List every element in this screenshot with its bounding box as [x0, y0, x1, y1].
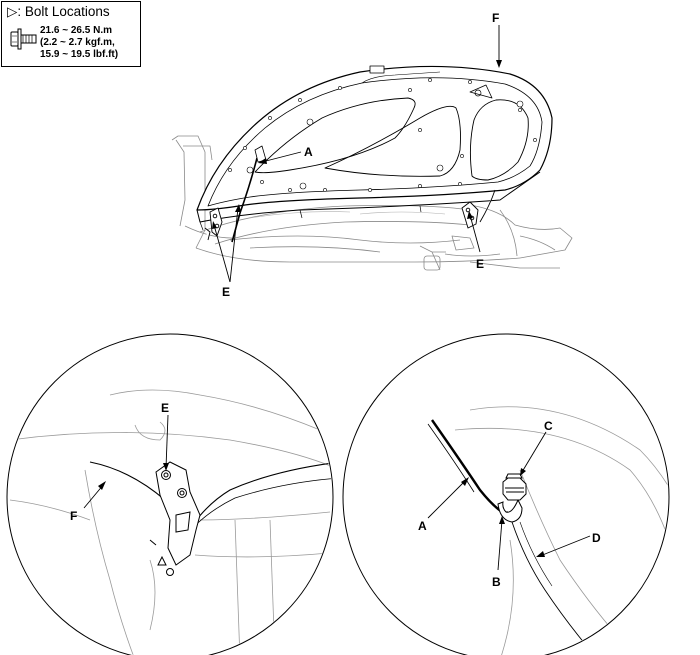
- torque-kgfm: (2.2 ~ 2.7 kgf.m,: [40, 37, 115, 48]
- label-hood-detail-f: F: [70, 509, 77, 523]
- label-rod-a: A: [418, 519, 427, 533]
- main-hood-view: [171, 25, 573, 283]
- stay-rod-detail-view: [342, 333, 670, 655]
- hinge-bracket: [149, 461, 201, 576]
- hood-stay-rod: [231, 157, 258, 243]
- hood-left-cutout: [254, 97, 416, 174]
- hood-holes: [228, 78, 537, 192]
- main-leader-lines: [213, 25, 500, 283]
- label-clip-b: B: [492, 575, 501, 589]
- label-stay-rod-a: A: [304, 145, 313, 159]
- hood-outer-edge: [196, 65, 553, 211]
- stay-rod-support: [511, 521, 591, 651]
- label-nut-c: C: [544, 419, 553, 433]
- torque-spec: 21.6 ~ 26.5 N.m (2.2 ~ 2.7 kgf.m, 15.9 ~…: [40, 25, 118, 61]
- torque-nm: 21.6 ~ 26.5 N.m: [40, 25, 112, 36]
- label-left-hinge-e: E: [222, 285, 230, 299]
- hood-inner-rim: [207, 77, 543, 207]
- label-hinge-bolt-e: E: [161, 401, 169, 415]
- flange-bolt-icon: [10, 28, 37, 50]
- hinge-detail-body: [9, 389, 332, 655]
- legend-title: ▷: Bolt Locations: [7, 4, 110, 19]
- torque-lbfft: 15.9 ~ 19.5 lbf.ft): [40, 49, 119, 60]
- label-support-d: D: [592, 531, 601, 545]
- hinge-detail-view: [6, 333, 334, 655]
- hood-center-cutout: [324, 105, 461, 177]
- label-hood-f: F: [492, 11, 499, 25]
- hood-right-cutout: [469, 99, 529, 181]
- right-hood-hinge: [461, 189, 496, 229]
- stay-rod-nut: [502, 473, 527, 501]
- label-right-hinge-e: E: [476, 257, 484, 271]
- stay-rod-leader-lines: [427, 431, 591, 571]
- bolt-legend-box: ▷: Bolt Locations 21.6 ~ 26.5 N.m (2.2 ~…: [1, 1, 141, 67]
- wiper-area: [249, 211, 446, 219]
